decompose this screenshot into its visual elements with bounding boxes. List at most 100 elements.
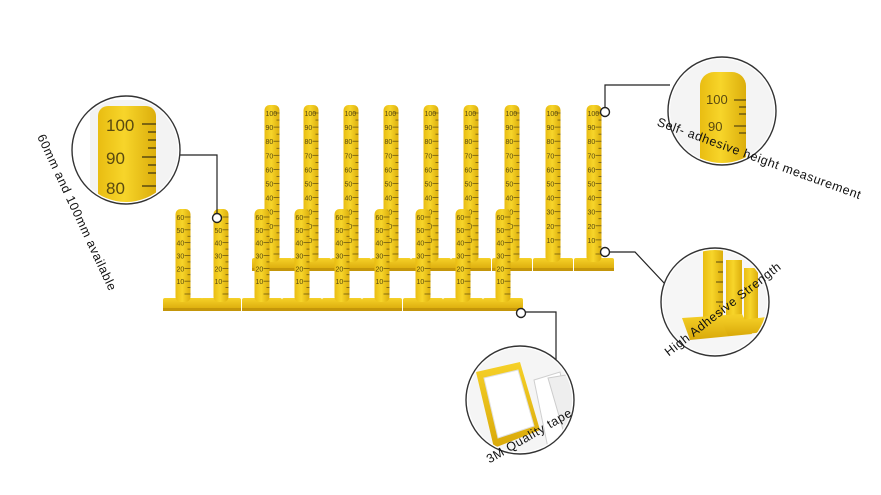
tape-backing-icon — [465, 345, 575, 455]
ruler-tick-label: 50 — [305, 182, 313, 189]
ruler-base-edge — [411, 268, 451, 271]
ruler-tick-label: 50 — [497, 228, 505, 235]
ruler-tick-label: 40 — [547, 196, 555, 203]
ruler-tick-label: 10 — [256, 279, 264, 286]
ruler-tick-label: 80 — [305, 139, 313, 146]
ruler-tick-label: 40 — [425, 196, 433, 203]
ruler-tick-label: 60 — [296, 215, 304, 222]
ruler-tick-label: 40 — [465, 196, 473, 203]
ruler-tick-label: 70 — [547, 153, 555, 160]
ruler-tick-label: 60 — [345, 167, 353, 174]
ruler-stem — [455, 209, 471, 302]
ruler-tick-label: 70 — [425, 153, 433, 160]
ruler-tick-label: 30 — [177, 254, 185, 261]
ruler-tick-label: 20 — [256, 266, 264, 273]
ruler-tick-label: 20 — [336, 266, 344, 273]
ruler-tick-label: 30 — [376, 254, 384, 261]
ruler-tick-label: 30 — [256, 254, 264, 261]
ruler-base — [403, 298, 443, 310]
ruler-tick-label: 10 — [588, 238, 596, 245]
ruler-tick-label: 40 — [336, 241, 344, 248]
ruler-tick-label: 70 — [588, 153, 596, 160]
leader-line-tape — [521, 311, 557, 360]
ruler-base-edge — [574, 268, 614, 271]
ruler-base-icon — [660, 247, 770, 357]
ruler-tick-label: 80 — [506, 139, 514, 146]
leader-dot-available — [211, 212, 223, 224]
ruler-base-edge — [331, 268, 371, 271]
ruler-tick-label: 50 — [425, 182, 433, 189]
ruler-tick-label: 50 — [385, 182, 393, 189]
ruler-base-edge — [163, 308, 203, 311]
ruler-tick-label: 100 — [345, 111, 357, 118]
ruler-base — [574, 258, 614, 270]
ruler-base — [322, 298, 362, 310]
ruler-tick-label: 50 — [588, 182, 596, 189]
ruler-base-edge — [483, 308, 523, 311]
ruler-tick-label: 70 — [506, 153, 514, 160]
ruler-tick-label: 10 — [296, 279, 304, 286]
front-row-rulers: 1020304050601020304050601020304050601020… — [163, 209, 523, 311]
ruler-tick-label: 80 — [266, 139, 274, 146]
ruler-tick-label: 20 — [177, 266, 185, 273]
ruler-tick-label: 60 — [425, 167, 433, 174]
ruler-tick-label: 60 — [457, 215, 465, 222]
ruler-tick-label: 30 — [457, 254, 465, 261]
ruler-tick-label: 30 — [266, 210, 274, 217]
ruler-tick-label: 70 — [385, 153, 393, 160]
ruler-tick-label: 50 — [506, 182, 514, 189]
ruler-tick-label: 100 — [425, 111, 437, 118]
ruler-tick-label: 100 — [385, 111, 397, 118]
ruler-tick-label: 100 — [547, 111, 559, 118]
ruler-tick-label: 80 — [465, 139, 473, 146]
ruler-tick-label: 40 — [296, 241, 304, 248]
ruler-tick-label: 10 — [457, 279, 465, 286]
ruler-tick-label: 40 — [457, 241, 465, 248]
ruler-tick-label: 40 — [215, 241, 223, 248]
ruler-tick-label: 100 — [465, 111, 477, 118]
ruler-tick-label: 50 — [457, 228, 465, 235]
ruler-tick-label: 40 — [506, 196, 514, 203]
ruler-base-edge — [322, 308, 362, 311]
ruler-tick-label: 90 — [465, 125, 473, 132]
ruler-tick-label: 20 — [588, 224, 596, 231]
ruler-tick-label: 20 — [215, 266, 223, 273]
zoom-label-90: 90 — [106, 149, 125, 168]
ruler-tick-label: 10 — [417, 279, 425, 286]
ruler-tick-label: 60 — [497, 215, 505, 222]
ruler-tick-label: 80 — [385, 139, 393, 146]
leader-dot-tape — [515, 307, 527, 319]
ruler-tick-label: 20 — [497, 266, 505, 273]
ruler-tick-label: 60 — [256, 215, 264, 222]
ruler-tick-label: 80 — [588, 139, 596, 146]
ruler-tick-label: 60 — [266, 167, 274, 174]
ruler-stem — [334, 209, 350, 302]
ruler-tick-label: 90 — [305, 125, 313, 132]
zoom-label-measure-90: 90 — [708, 119, 722, 134]
ruler-tick-label: 50 — [296, 228, 304, 235]
ruler-tick-label: 40 — [266, 196, 274, 203]
ruler-tick-label: 40 — [345, 196, 353, 203]
ruler-stem — [415, 209, 431, 302]
ruler-tick-label: 30 — [547, 210, 555, 217]
ruler-base-edge — [362, 308, 402, 311]
ruler-tick-label: 30 — [336, 254, 344, 261]
ruler-tick-label: 60 — [588, 167, 596, 174]
ruler-tick-label: 50 — [215, 228, 223, 235]
ruler-base — [242, 298, 282, 310]
ruler-tick-label: 80 — [547, 139, 555, 146]
ruler-tick-label: 30 — [296, 254, 304, 261]
ruler-tick-label: 10 — [215, 279, 223, 286]
ruler-tick-label: 50 — [465, 182, 473, 189]
ruler-top-icon: 100 90 — [667, 56, 777, 166]
ruler-base — [201, 298, 241, 310]
ruler-base-edge — [201, 308, 241, 311]
back-row-rulers: 1020304050607080901001020304050607080901… — [252, 105, 614, 271]
ruler-tick-label: 50 — [266, 182, 274, 189]
